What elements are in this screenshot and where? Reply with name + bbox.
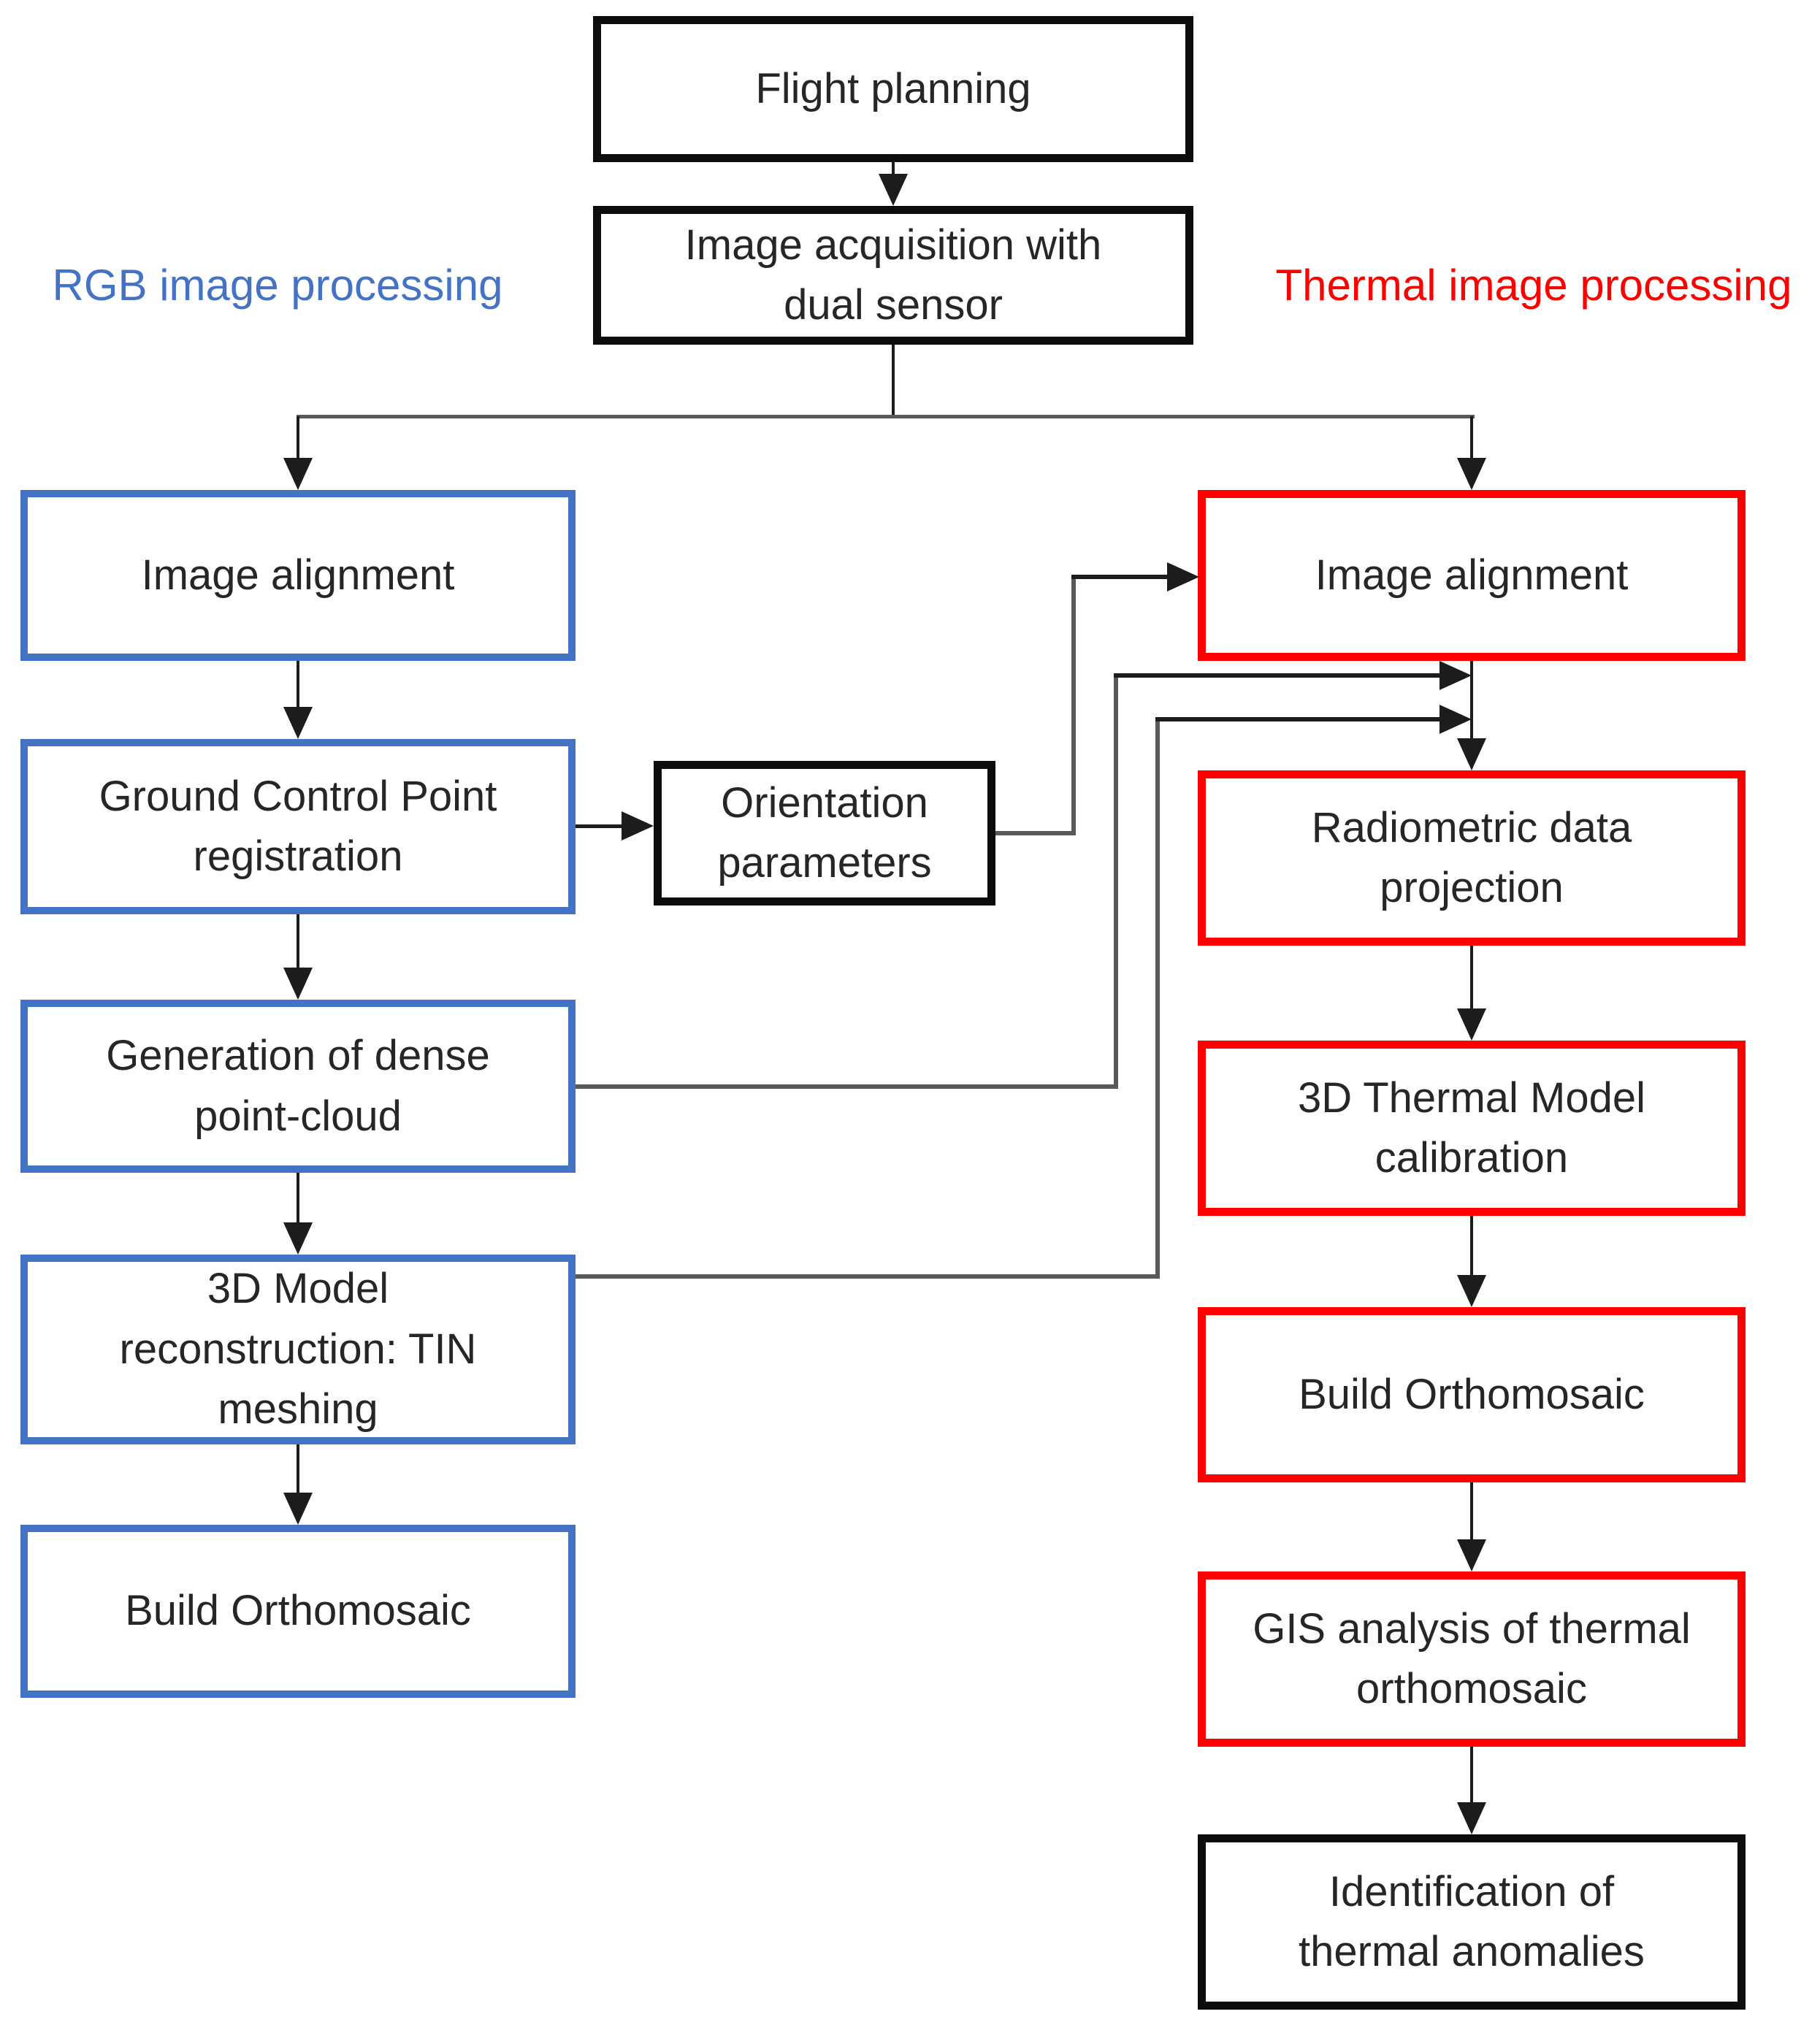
edge-split-horizontal-line bbox=[297, 415, 1475, 418]
node-orientation-parameters: Orientation parameters bbox=[654, 761, 995, 906]
edge-flight-to-acquisition-line bbox=[892, 162, 895, 178]
edge-rgbalign-to-gcp-arrowhead bbox=[283, 707, 313, 739]
edge-thermalalign-to-radiometric-line bbox=[1470, 661, 1473, 740]
node-thermal-image-alignment: Image alignment bbox=[1198, 490, 1746, 661]
node-thermal-anomalies: Identification of thermal anomalies bbox=[1198, 1834, 1746, 2010]
thermal-branch-label: Thermal image processing bbox=[1275, 261, 1792, 310]
node-image-acquisition: Image acquisition with dual sensor bbox=[593, 206, 1193, 345]
edge-tin-route-h2 bbox=[1155, 717, 1441, 721]
edge-dense-to-tin-arrowhead bbox=[283, 1222, 313, 1255]
edge-flight-to-acquisition-arrowhead bbox=[879, 174, 908, 206]
node-gis-analysis: GIS analysis of thermal orthomosaic bbox=[1198, 1571, 1746, 1747]
edge-gis-to-anomalies-arrowhead bbox=[1457, 1802, 1486, 1834]
edge-radiometric-to-calibration-arrowhead bbox=[1457, 1008, 1486, 1041]
edge-thermalbuild-to-gis-line bbox=[1470, 1482, 1473, 1541]
node-gcp-registration: Ground Control Point registration bbox=[20, 739, 576, 914]
node-rgb-build-orthomosaic: Build Orthomosaic bbox=[20, 1525, 576, 1698]
edge-rgbalign-to-gcp-line bbox=[297, 661, 299, 708]
edge-dense-route-h2 bbox=[1114, 673, 1441, 678]
edge-dense-route-h1 bbox=[576, 1084, 1118, 1089]
edge-gis-to-anomalies-line bbox=[1470, 1747, 1473, 1804]
edge-radiometric-to-calibration-line bbox=[1470, 946, 1473, 1010]
edge-gcp-to-dense-line bbox=[297, 914, 299, 969]
edge-gcp-to-orientation-arrowhead bbox=[622, 811, 654, 841]
node-rgb-image-alignment: Image alignment bbox=[20, 490, 576, 661]
edge-tin-merge-arrowhead bbox=[1439, 705, 1472, 734]
edge-acquisition-stem-line bbox=[892, 345, 895, 418]
edge-gcp-to-orientation-line bbox=[576, 824, 623, 828]
edge-tin-route-v bbox=[1155, 717, 1160, 1279]
edge-tin-to-rgbbuild-arrowhead bbox=[283, 1493, 313, 1525]
edge-orientation-route-v bbox=[1071, 575, 1076, 835]
edge-orientation-route-h2 bbox=[1071, 575, 1170, 579]
edge-tin-route-h1 bbox=[576, 1274, 1160, 1279]
edge-orientation-route-h1 bbox=[995, 831, 1076, 835]
node-flight-planning: Flight planning bbox=[593, 16, 1193, 162]
node-tin-meshing: 3D Model reconstruction: TIN meshing bbox=[20, 1255, 576, 1444]
edge-thermalbuild-to-gis-arrowhead bbox=[1457, 1539, 1486, 1571]
edge-split-left-drop-line bbox=[297, 416, 299, 460]
node-thermal-model-calibration: 3D Thermal Model calibration bbox=[1198, 1041, 1746, 1216]
edge-orientation-arrowhead bbox=[1167, 562, 1199, 591]
edge-calibration-to-thermalbuild-line bbox=[1470, 1216, 1473, 1276]
edge-split-left-arrowhead bbox=[283, 458, 313, 490]
node-dense-point-cloud: Generation of dense point-cloud bbox=[20, 1000, 576, 1173]
edge-gcp-to-dense-arrowhead bbox=[283, 968, 313, 1000]
edge-thermalalign-to-radiometric-arrowhead bbox=[1457, 738, 1486, 770]
edge-dense-route-v bbox=[1114, 673, 1118, 1089]
rgb-branch-label: RGB image processing bbox=[52, 261, 503, 310]
edge-dense-to-tin-line bbox=[297, 1173, 299, 1224]
edge-calibration-to-thermalbuild-arrowhead bbox=[1457, 1275, 1486, 1307]
edge-tin-to-rgbbuild-line bbox=[297, 1444, 299, 1494]
node-radiometric-projection: Radiometric data projection bbox=[1198, 770, 1746, 946]
edge-dense-merge-arrowhead bbox=[1439, 661, 1472, 690]
edge-split-right-arrowhead bbox=[1457, 458, 1486, 490]
edge-split-right-drop-line bbox=[1470, 416, 1473, 460]
node-thermal-build-orthomosaic: Build Orthomosaic bbox=[1198, 1307, 1746, 1482]
